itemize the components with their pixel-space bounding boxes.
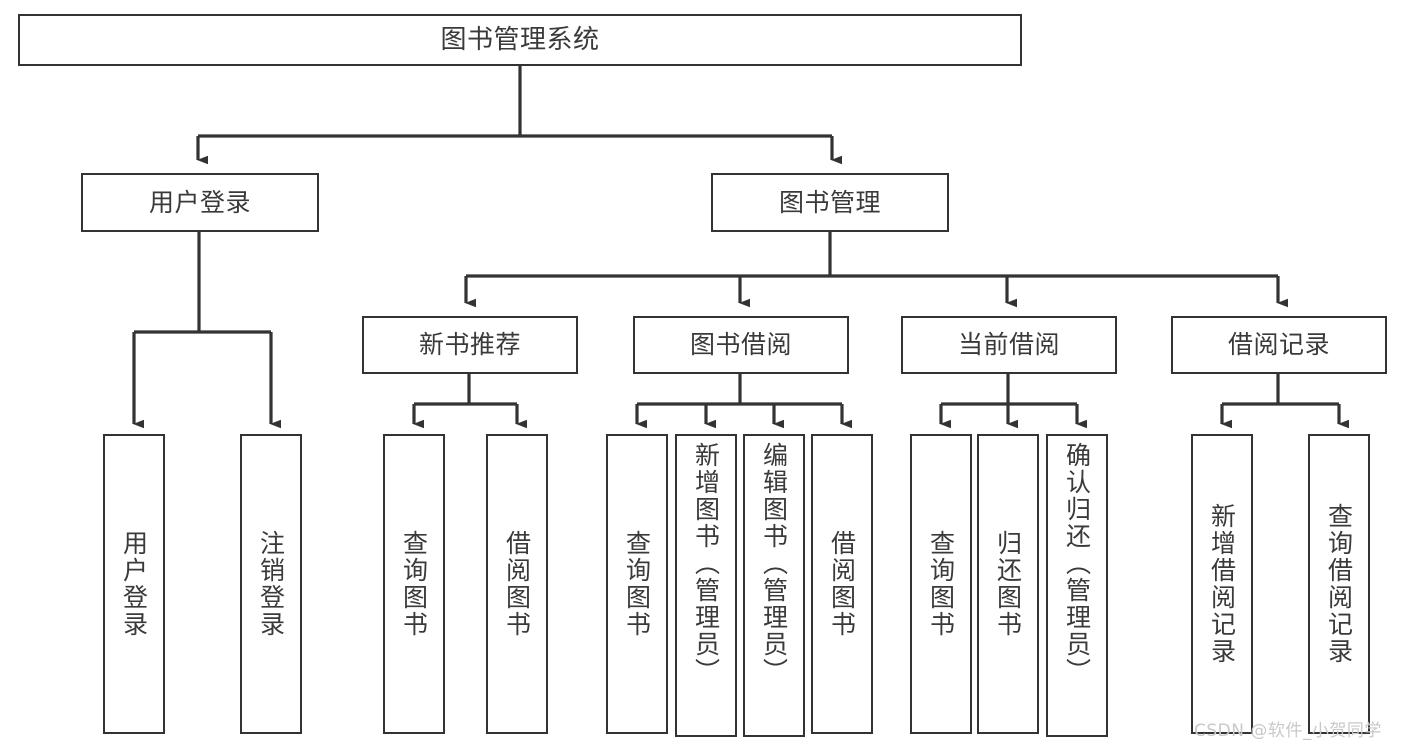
leaf-user-login[interactable]: 用户登录 [103, 434, 165, 734]
leaf-borrow-book-recommend-label: 借阅图书 [502, 530, 532, 638]
node-book-management-label: 图书管理 [778, 187, 881, 217]
leaf-query-borrow-record[interactable]: 查询借阅记录 [1308, 434, 1370, 734]
node-root[interactable]: 图书管理系统 [18, 14, 1022, 66]
leaf-user-login-label: 用户登录 [119, 530, 149, 638]
leaf-confirm-return-admin-label: 确认归还（管理员） [1062, 442, 1092, 685]
node-root-label: 图书管理系统 [440, 24, 600, 55]
leaf-query-book-borrow-label: 查询图书 [622, 530, 652, 638]
node-new-book-recommend[interactable]: 新书推荐 [362, 316, 578, 374]
node-book-borrow-label: 图书借阅 [689, 330, 792, 360]
leaf-user-logout[interactable]: 注销登录 [240, 434, 302, 734]
leaf-return-book[interactable]: 归还图书 [977, 434, 1039, 734]
node-user-login-label: 用户登录 [148, 187, 251, 217]
node-book-management[interactable]: 图书管理 [711, 173, 949, 232]
leaf-add-borrow-record[interactable]: 新增借阅记录 [1191, 434, 1253, 734]
leaf-borrow-book-label: 借阅图书 [827, 530, 857, 638]
node-book-borrow[interactable]: 图书借阅 [633, 316, 849, 374]
node-current-borrow[interactable]: 当前借阅 [901, 316, 1117, 374]
node-borrow-record-label: 借阅记录 [1227, 330, 1330, 360]
leaf-user-logout-label: 注销登录 [256, 530, 286, 638]
leaf-query-book-current-label: 查询图书 [926, 530, 956, 638]
leaf-query-borrow-record-label: 查询借阅记录 [1324, 503, 1354, 665]
node-user-login[interactable]: 用户登录 [81, 173, 319, 232]
leaf-query-book-recommend-label: 查询图书 [399, 530, 429, 638]
leaf-query-book-current[interactable]: 查询图书 [910, 434, 972, 734]
leaf-confirm-return-admin[interactable]: 确认归还（管理员） [1046, 434, 1108, 737]
leaf-borrow-book[interactable]: 借阅图书 [811, 434, 873, 734]
leaf-add-borrow-record-label: 新增借阅记录 [1207, 503, 1237, 665]
leaf-query-book-recommend[interactable]: 查询图书 [383, 434, 445, 734]
leaf-query-book-borrow[interactable]: 查询图书 [606, 434, 668, 734]
node-borrow-record[interactable]: 借阅记录 [1171, 316, 1387, 374]
leaf-add-book-admin-label: 新增图书（管理员） [691, 442, 721, 685]
node-new-book-recommend-label: 新书推荐 [418, 330, 521, 360]
leaf-return-book-label: 归还图书 [993, 530, 1023, 638]
leaf-edit-book-admin-label: 编辑图书（管理员） [759, 442, 789, 685]
leaf-add-book-admin[interactable]: 新增图书（管理员） [675, 434, 737, 737]
leaf-borrow-book-recommend[interactable]: 借阅图书 [486, 434, 548, 734]
node-current-borrow-label: 当前借阅 [957, 330, 1060, 360]
csdn-watermark: CSDN @软件_小贺同学 [1194, 721, 1382, 741]
leaf-edit-book-admin[interactable]: 编辑图书（管理员） [743, 434, 805, 737]
